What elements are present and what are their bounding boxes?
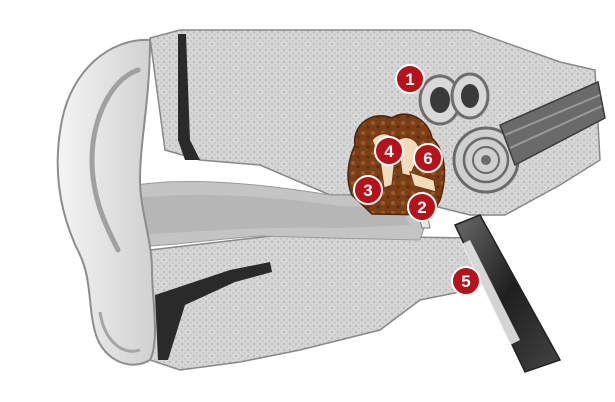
marker-3-label: 3: [363, 181, 372, 200]
marker-3: 3: [354, 176, 382, 204]
marker-5-label: 5: [461, 272, 470, 291]
marker-4: 4: [375, 137, 403, 165]
semicircular-canals: [420, 74, 488, 124]
marker-2-label: 2: [417, 198, 426, 217]
marker-4-label: 4: [384, 142, 394, 161]
marker-1-label: 1: [405, 70, 414, 89]
marker-6: 6: [414, 144, 442, 172]
lower-temporal-bone: [150, 235, 490, 370]
marker-1: 1: [396, 65, 424, 93]
marker-6-label: 6: [423, 149, 432, 168]
auricle: [58, 40, 155, 365]
marker-5: 5: [452, 267, 480, 295]
marker-2: 2: [408, 193, 436, 221]
